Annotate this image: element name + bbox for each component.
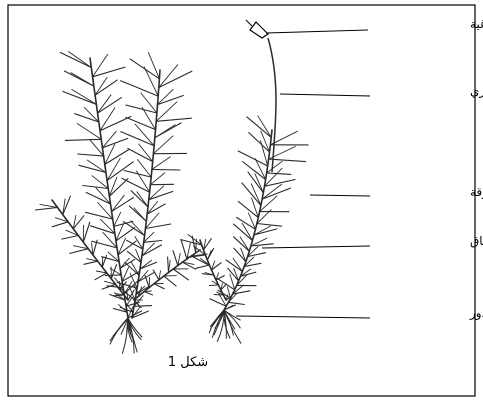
label-leaflike: شبه ورقة <box>470 185 483 200</box>
label-stemlike: شبه ساق <box>470 234 483 248</box>
label-seta: خيط حريري <box>470 84 483 99</box>
figure-caption: شكل 1 <box>168 355 208 370</box>
label-capsule: العلبة البوغية <box>470 17 483 32</box>
label-rhizoids: أشباه جذور <box>469 305 483 321</box>
